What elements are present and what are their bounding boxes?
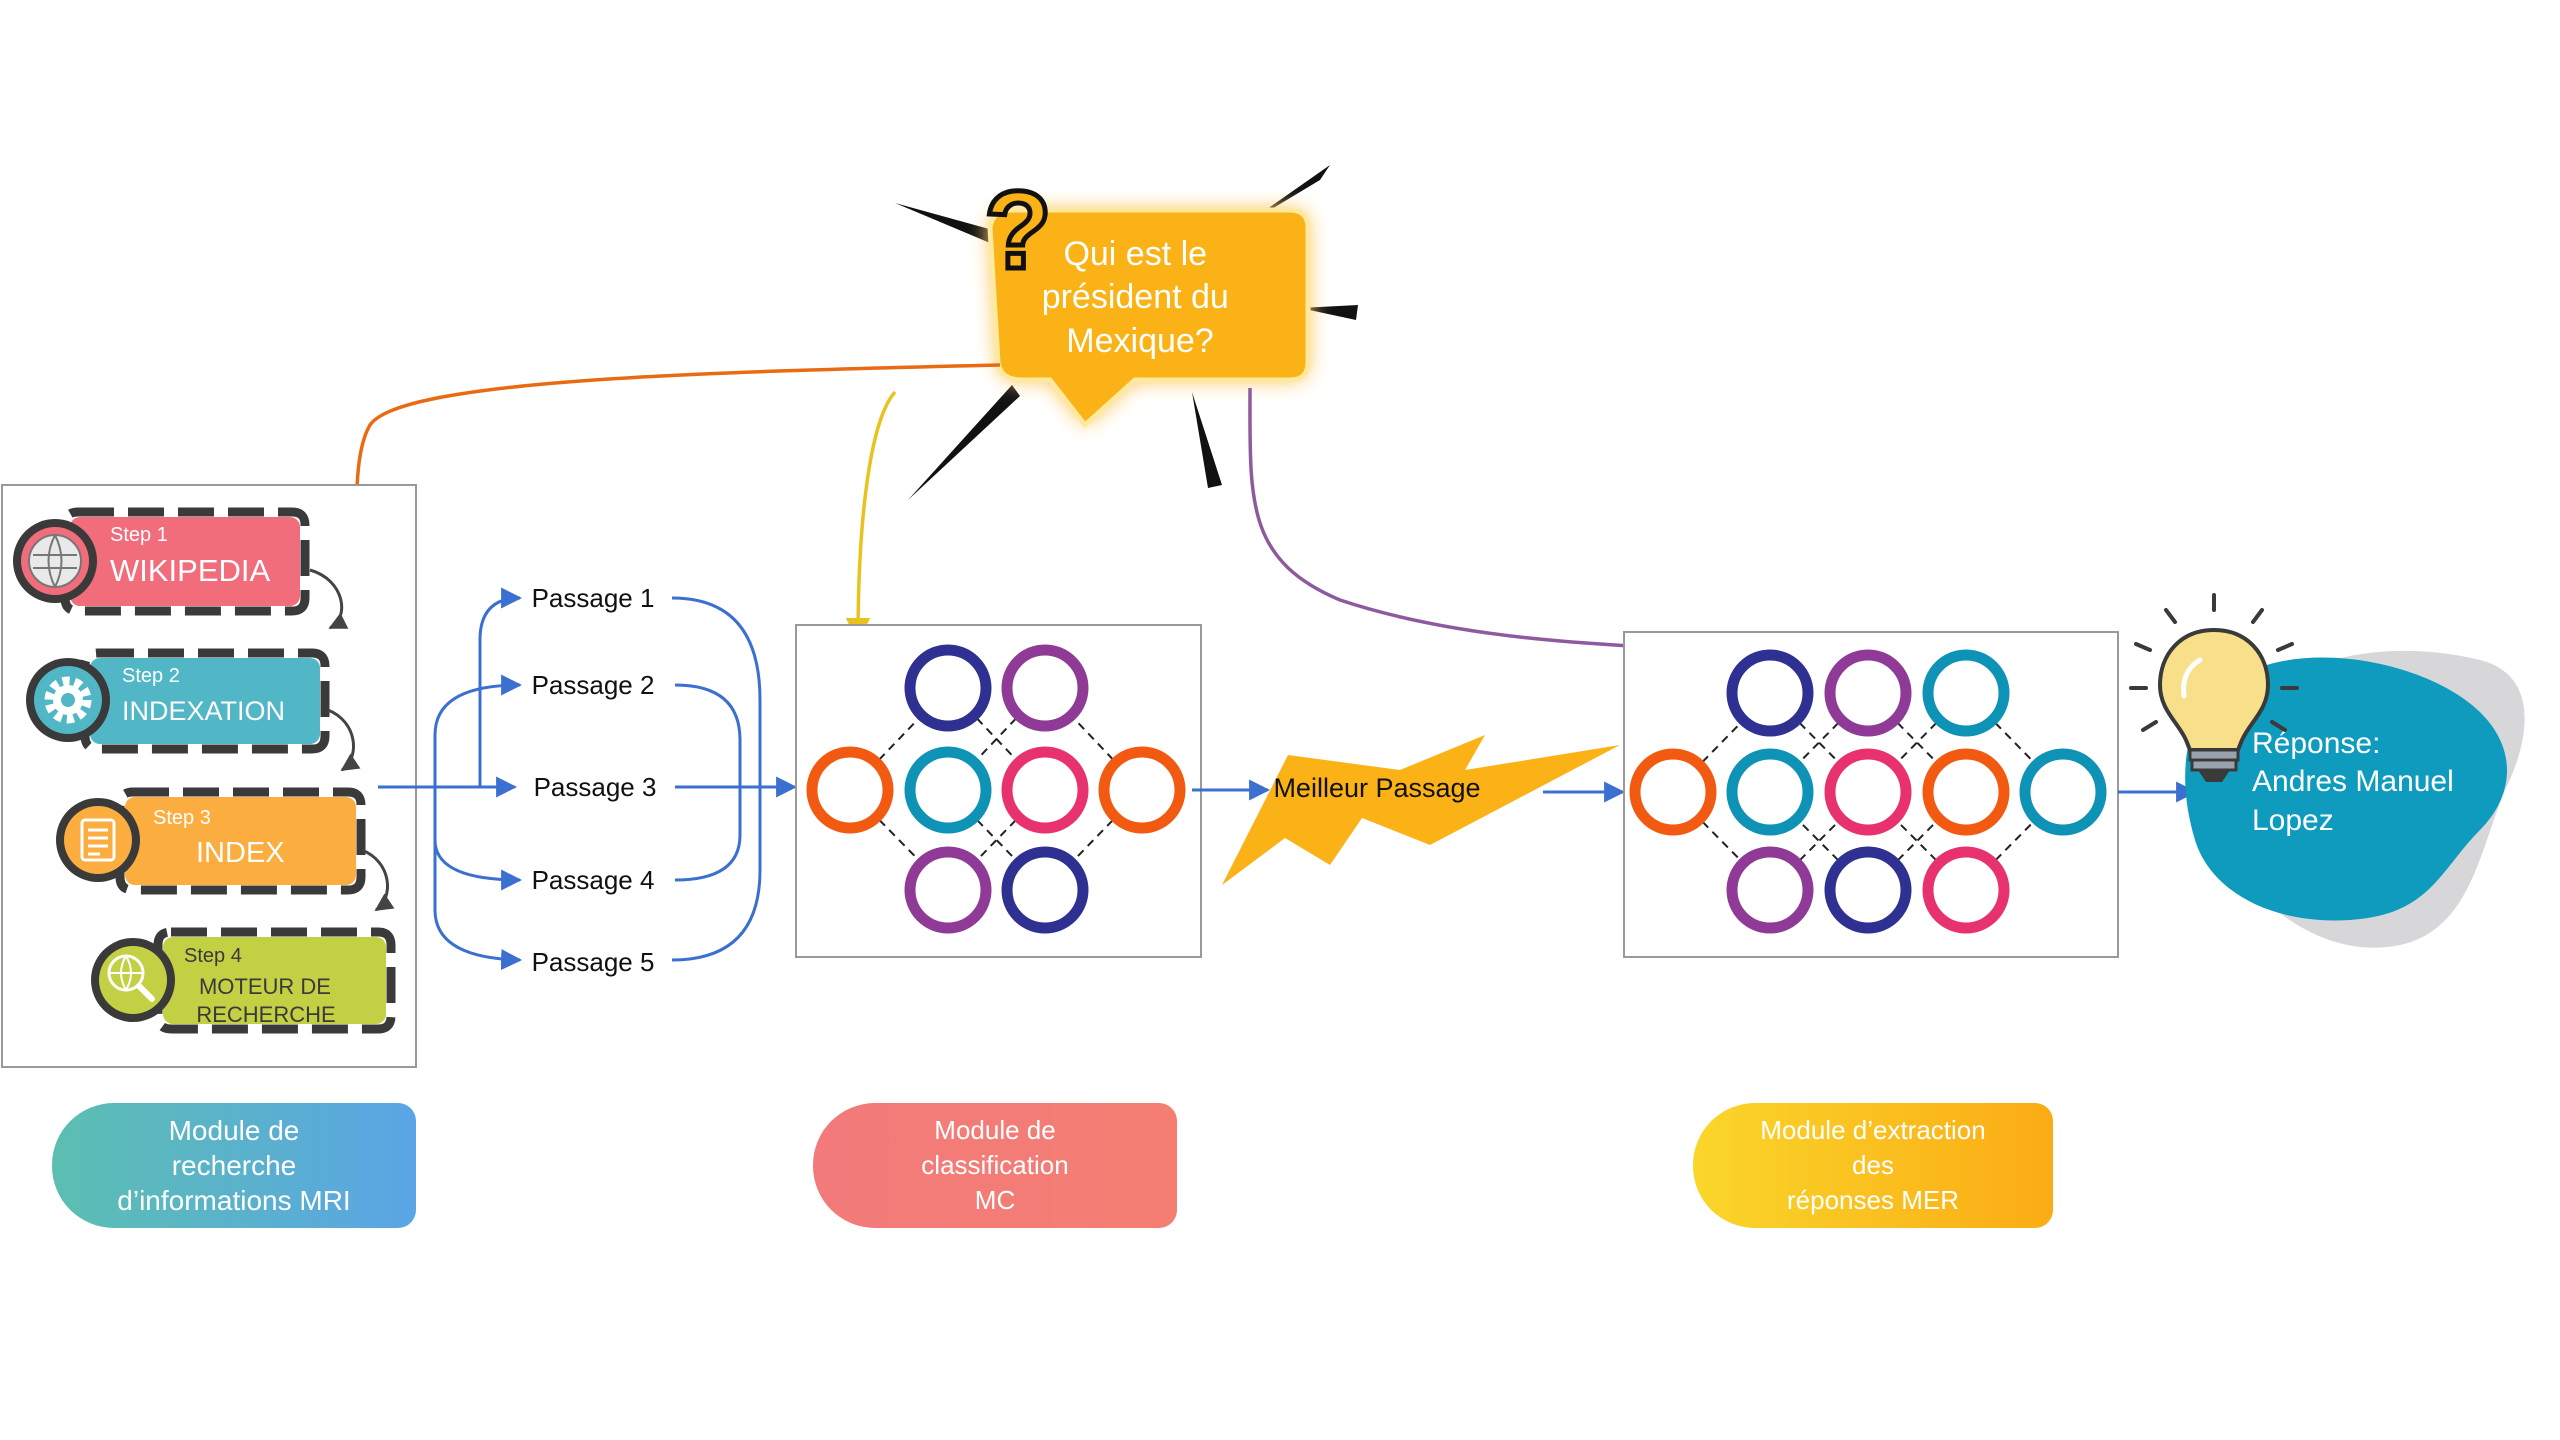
passage-label: Passage 1: [532, 583, 655, 613]
network-node: [2019, 748, 2107, 836]
question-text-line: président du: [1042, 278, 1229, 316]
network-node: [1824, 649, 1912, 737]
best-passage-label: Meilleur Passage: [1273, 773, 1480, 803]
wikipedia-globe-icon: [28, 534, 82, 588]
module-label-line: MC: [974, 1185, 1016, 1215]
step-card: Step 4 MOTEUR DE RECHERCHE: [91, 927, 396, 1034]
passage-labels: Passage 1 Passage 2 Passage 3 Passage 4 …: [532, 583, 657, 977]
network-node: [1824, 748, 1912, 836]
svg-text:Réponse: Andres Manuel: Réponse: Andres Manuel Lopez: [2252, 727, 2462, 837]
question-bubble: ? Qui est le président du Mexique?: [895, 165, 1358, 500]
step-card: Step 1 WIKIPEDIA: [13, 507, 310, 616]
search-globe-icon: [107, 954, 155, 1002]
network-node: [904, 644, 992, 732]
answer-text-line: Réponse:: [2252, 727, 2380, 760]
step-title: INDEX: [196, 837, 285, 869]
question-text-line: Mexique?: [1066, 322, 1213, 360]
passage-label: Passage 5: [532, 947, 655, 977]
network-node: [1098, 746, 1186, 834]
answer-blob: Réponse: Andres Manuel Lopez: [2185, 650, 2525, 948]
step-card: Step 3 INDEX: [56, 787, 366, 895]
step-title: WIKIPEDIA: [110, 553, 271, 588]
module-label-line: Module de classification: [921, 1115, 1069, 1180]
mer-network-nodes: [1629, 649, 2107, 934]
network-node: [904, 746, 992, 834]
module-label-line: Module d’extraction des: [1760, 1115, 1986, 1180]
spike: [895, 203, 1002, 248]
network-node: [1629, 748, 1717, 836]
orange-arrow: [344, 363, 1001, 558]
purple-arrow: [1248, 387, 1723, 662]
document-list-icon: [80, 818, 116, 862]
network-node: [1922, 649, 2010, 737]
network-node: [1726, 649, 1814, 737]
answer-text-line: Andres Manuel: [2252, 765, 2454, 798]
spike: [1300, 305, 1358, 320]
step-label: Step 2: [122, 665, 180, 687]
passage-fan-out: [671, 596, 798, 962]
step-connector: [309, 568, 349, 630]
module-label-line: d’informations MRI: [117, 1185, 351, 1216]
module-mri-label: Module de recherche d’informations MRI: [52, 1103, 416, 1228]
lightbulb-icon: [2129, 593, 2299, 782]
spike: [1192, 392, 1222, 488]
step-title: RECHERCHE: [196, 1002, 335, 1027]
mc-network-nodes: [806, 644, 1186, 934]
network-node: [1922, 846, 2010, 934]
network-node: [1922, 748, 2010, 836]
network-node: [1824, 846, 1912, 934]
spike: [908, 385, 1020, 500]
step-label: Step 4: [184, 945, 242, 967]
step-label: Step 3: [153, 807, 211, 829]
module-label-line: Module de recherche: [168, 1115, 300, 1181]
question-mark: ?: [984, 169, 1051, 292]
passage-label: Passage 4: [532, 865, 655, 895]
answer-text-line: Lopez: [2252, 804, 2334, 837]
network-node: [806, 746, 894, 834]
passage-fan-in: [433, 587, 523, 971]
step-title: INDEXATION: [122, 696, 285, 726]
network-node: [1001, 846, 1089, 934]
step-label: Step 1: [110, 524, 168, 546]
network-node: [1726, 748, 1814, 836]
step-title: MOTEUR DE: [199, 974, 331, 999]
svg-text:MOTEUR DE RECHERCHE: MOTEUR DE RECHERCHE: [196, 974, 337, 1027]
module-mc-label: Module de classification MC: [813, 1103, 1177, 1228]
gear-icon: [44, 676, 92, 724]
step-connector: [327, 708, 361, 772]
network-node: [1726, 846, 1814, 934]
mc-network-edges: [849, 687, 1143, 891]
step-card: Step 2 INDEXATION: [26, 648, 330, 754]
step-connector: [361, 848, 395, 912]
passage-label: Passage 3: [534, 772, 657, 802]
passage-label: Passage 2: [532, 670, 655, 700]
module-mer-label: Module d’extraction des réponses MER: [1693, 1103, 2053, 1228]
network-node: [904, 846, 992, 934]
svg-text:Qui est le président du: Qui est le président du Mexique?: [1042, 235, 1239, 360]
network-node: [1001, 746, 1089, 834]
question-text-line: Qui est le: [1063, 235, 1207, 273]
module-label-line: réponses MER: [1787, 1185, 1959, 1215]
lightning-bolt-icon: [1222, 735, 1620, 885]
network-node: [1001, 644, 1089, 732]
yellow-arrow: [845, 390, 897, 643]
